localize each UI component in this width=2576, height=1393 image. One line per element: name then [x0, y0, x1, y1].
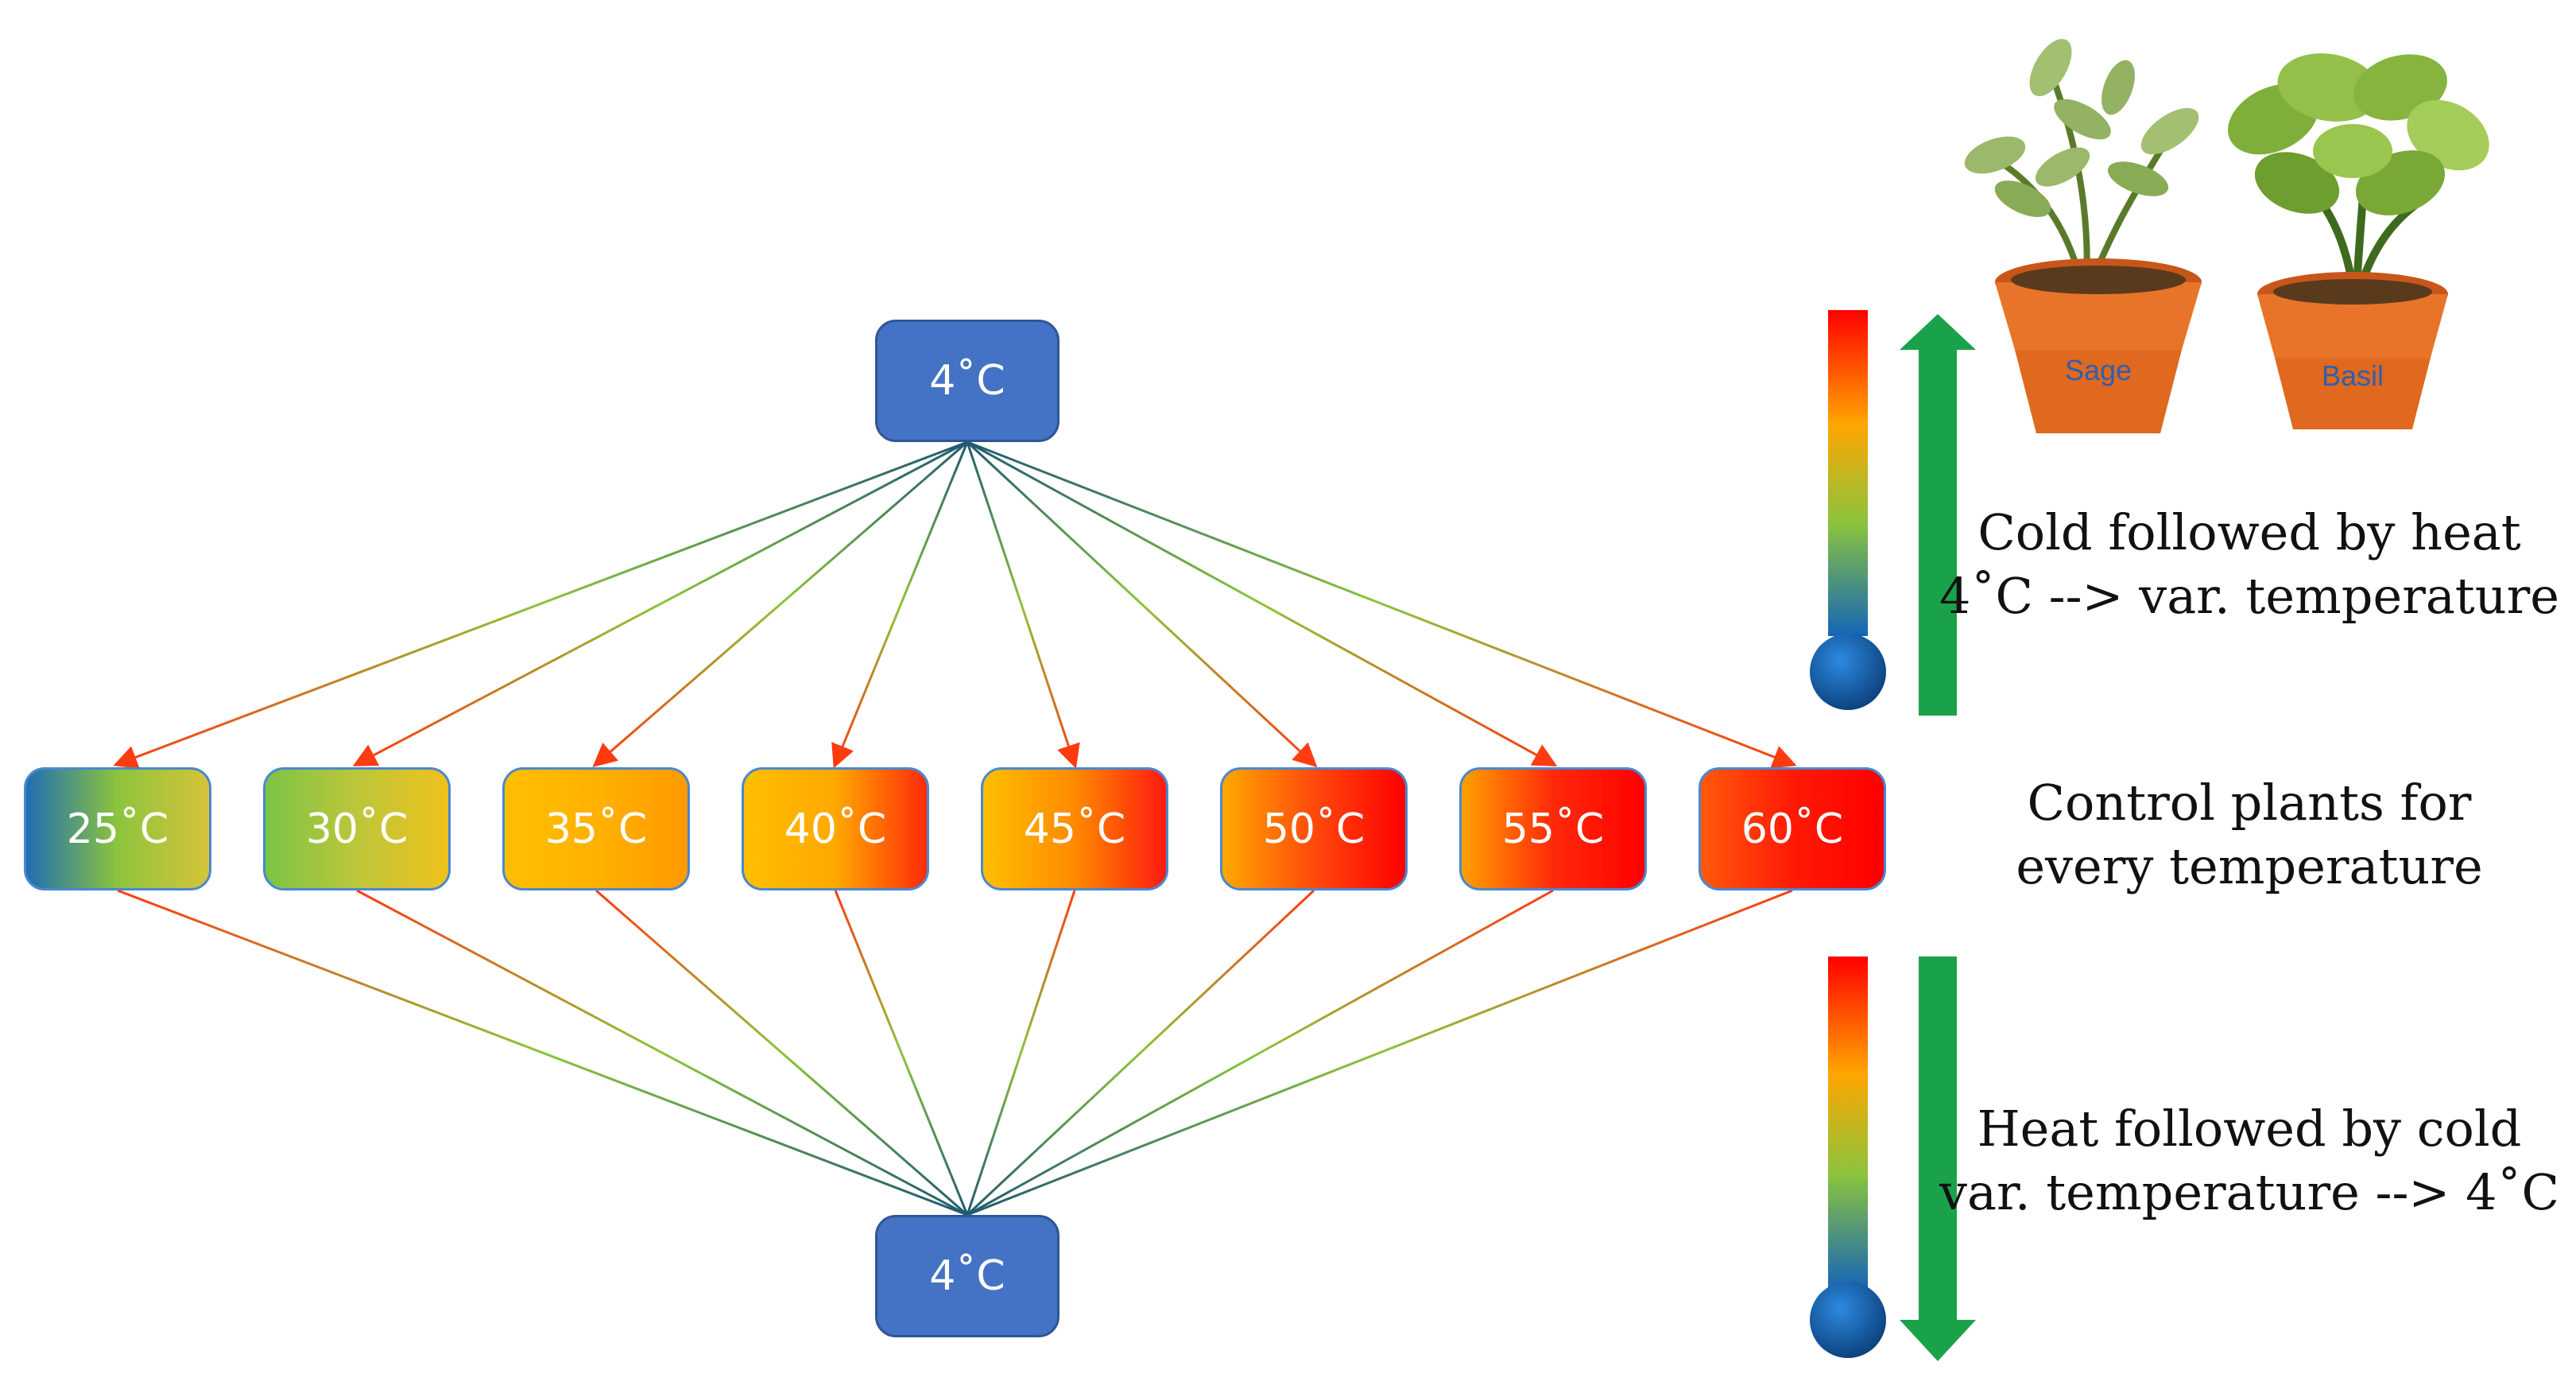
- sage-pot-label: Sage: [2064, 354, 2132, 386]
- link-top-to-node-5: [966, 441, 1080, 769]
- temperature-node-label: 30˚C: [305, 805, 409, 853]
- link-node-7-to-bottom: [966, 889, 1554, 1216]
- cold-heat-line-1: Cold followed by heat: [1978, 503, 2521, 561]
- temperature-node-6: 50˚C: [1220, 767, 1408, 891]
- temperature-node-label: 35˚C: [544, 805, 648, 853]
- lower-thermometer-icon: [1810, 956, 1886, 1358]
- link-top-to-node-4: [831, 441, 969, 769]
- basil-plant-icon: [2228, 53, 2489, 429]
- temperature-node-7: 55˚C: [1459, 767, 1647, 891]
- cold-heat-caption: Cold followed by heat 4˚C --> var. tempe…: [1939, 501, 2559, 628]
- temperature-node-8: 60˚C: [1699, 767, 1886, 891]
- sage-plant-icon: [1964, 38, 2202, 433]
- control-caption: Control plants for every temperature: [1939, 771, 2559, 898]
- down-arrow-icon: [1900, 956, 1976, 1361]
- link-node-2-to-bottom: [356, 889, 968, 1216]
- link-top-to-node-3: [592, 440, 968, 767]
- temperature-node-5: 45˚C: [981, 767, 1168, 891]
- temperature-node-4: 40˚C: [742, 767, 929, 891]
- temperature-node-label: 25˚C: [66, 805, 169, 853]
- heat-cold-line-2: var. temperature --> 4˚C: [1939, 1163, 2559, 1221]
- upper-thermometer-icon: [1810, 310, 1886, 710]
- link-top-to-node-6: [966, 440, 1318, 768]
- bottom-node-label: 4˚C: [929, 1252, 1005, 1300]
- temperature-node-label: 45˚C: [1023, 805, 1126, 853]
- temperature-node-label: 55˚C: [1501, 805, 1605, 853]
- link-top-to-node-1: [113, 440, 968, 769]
- temperature-node-label: 60˚C: [1741, 805, 1844, 853]
- link-node-6-to-bottom: [966, 889, 1315, 1216]
- top-cold-node: 4˚C: [875, 320, 1059, 442]
- link-top-to-node-2: [352, 440, 968, 766]
- heat-cold-caption: Heat followed by cold var. temperature -…: [1939, 1097, 2559, 1224]
- link-node-8-to-bottom: [966, 889, 1793, 1216]
- top-node-label: 4˚C: [929, 357, 1005, 405]
- up-arrow-icon: [1900, 314, 1976, 716]
- temperature-node-label: 50˚C: [1262, 805, 1365, 853]
- cold-heat-line-2: 4˚C --> var. temperature: [1939, 567, 2559, 625]
- link-top-to-node-7: [966, 440, 1558, 766]
- bottom-cold-node: 4˚C: [875, 1215, 1059, 1337]
- control-line-2: every temperature: [2016, 837, 2483, 895]
- link-node-1-to-bottom: [117, 889, 968, 1216]
- link-node-3-to-bottom: [595, 889, 968, 1216]
- link-node-5-to-bottom: [966, 890, 1076, 1216]
- temperature-node-1: 25˚C: [24, 767, 211, 891]
- temperature-node-2: 30˚C: [263, 767, 451, 891]
- temperature-node-label: 40˚C: [784, 805, 887, 853]
- temperature-node-3: 35˚C: [502, 767, 690, 891]
- link-node-4-to-bottom: [834, 890, 969, 1216]
- link-top-to-node-8: [966, 440, 1797, 769]
- control-line-1: Control plants for: [2027, 774, 2472, 832]
- heat-cold-line-1: Heat followed by cold: [1977, 1100, 2522, 1158]
- basil-pot-label: Basil: [2321, 359, 2384, 392]
